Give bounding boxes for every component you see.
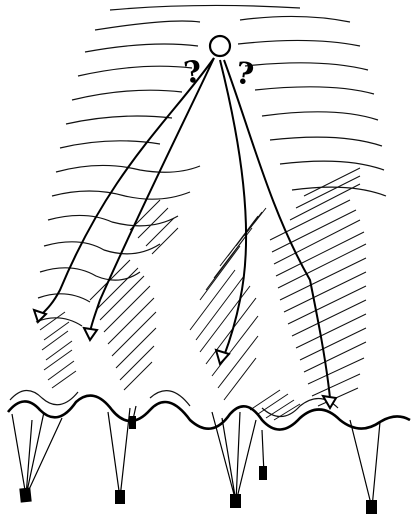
arrowhead-icon: [323, 396, 336, 408]
terminal-square-icon: [115, 490, 125, 504]
start-circle-icon: [210, 36, 230, 56]
terminal-markers: [19, 416, 377, 514]
terminal-square-icon: [19, 488, 31, 503]
terminal-square-icon: [366, 500, 377, 514]
terminal-square-icon: [259, 466, 267, 480]
arrowhead-icon: [216, 350, 229, 364]
left-question-mark: ?: [182, 54, 204, 91]
route-lines: [40, 58, 330, 398]
terminal-square-icon: [230, 494, 241, 508]
contour-lines: [36, 5, 386, 326]
ridge-hatching: [40, 168, 366, 420]
drop-lines: [12, 406, 380, 508]
terminal-square-icon: [129, 416, 136, 429]
arrowhead-icon: [84, 328, 97, 340]
right-question-mark: ?: [234, 56, 256, 93]
